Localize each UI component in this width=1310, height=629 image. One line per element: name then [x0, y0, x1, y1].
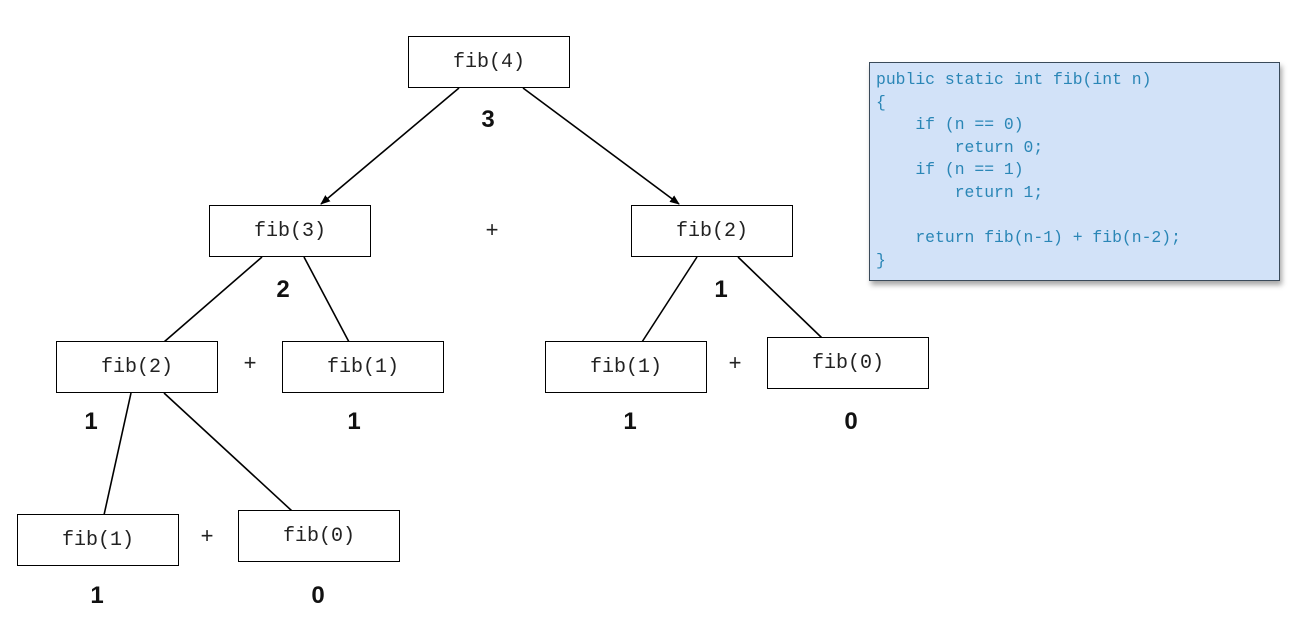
value-fib1-bottom: 1 [90, 582, 104, 609]
node-label: fib(1) [61, 528, 134, 552]
code-line: } [876, 250, 886, 270]
value-fib1-mid: 1 [347, 408, 361, 435]
code-line: return 0; [876, 137, 1044, 157]
edge-fib2-right-fib1-right [641, 256, 698, 343]
code-line: if (n == 0) [876, 115, 1024, 135]
plus-sign: + [243, 350, 257, 375]
node-label: fib(0) [811, 351, 884, 375]
node-label: fib(2) [675, 219, 748, 243]
node-label: fib(0) [282, 524, 355, 548]
node-fib1-bottom: fib(1) [17, 514, 179, 566]
value-fib2-left: 1 [84, 408, 98, 435]
code-line [876, 205, 1273, 228]
edge-fib2-right-fib0-right [737, 256, 823, 339]
edge-fib4-fib3 [320, 87, 460, 205]
plus-sign: + [200, 523, 214, 548]
code-box: public static int fib(int n) { if (n == … [869, 62, 1280, 281]
plus-sign: + [728, 350, 742, 375]
node-label: fib(1) [326, 355, 399, 379]
node-fib1-mid: fib(1) [282, 341, 444, 393]
code-line: if (n == 1) [876, 160, 1024, 180]
node-fib2-right: fib(2) [631, 205, 793, 257]
code-line: return 1; [876, 182, 1044, 202]
value-fib2-right: 1 [714, 276, 728, 303]
code-line: public static int fib(int n) [876, 70, 1152, 89]
node-label: fib(4) [452, 50, 525, 74]
code-line: { [876, 92, 886, 112]
node-fib2-left: fib(2) [56, 341, 218, 393]
node-fib1-right: fib(1) [545, 341, 707, 393]
node-label: fib(2) [100, 355, 173, 379]
node-label: fib(1) [589, 355, 662, 379]
value-fib3: 2 [276, 276, 290, 303]
node-label: fib(3) [253, 219, 326, 243]
edge-fib2-left-fib0-bottom [163, 392, 293, 512]
value-fib1-right: 1 [623, 408, 637, 435]
edge-fib4-fib2-right [522, 87, 680, 205]
node-fib0-right: fib(0) [767, 337, 929, 389]
edge-fib2-left-fib1-bottom [103, 392, 132, 516]
code-line: return fib(n-1) + fib(n-2); [876, 228, 1181, 248]
value-fib0-right: 0 [844, 408, 858, 435]
edge-fib3-fib2-left [163, 256, 263, 343]
value-fib0-bottom: 0 [311, 582, 325, 609]
value-fib4: 3 [481, 106, 495, 133]
node-fib3: fib(3) [209, 205, 371, 257]
plus-sign: + [485, 217, 499, 242]
node-fib0-bottom: fib(0) [238, 510, 400, 562]
edge-fib3-fib1-mid [303, 256, 350, 343]
node-fib4: fib(4) [408, 36, 570, 88]
